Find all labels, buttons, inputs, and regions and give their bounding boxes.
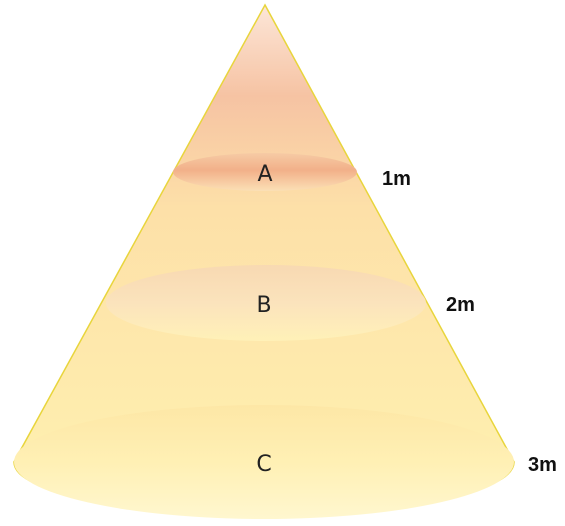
distance-label-3m: 3m: [528, 454, 557, 476]
section-a-ellipse: [173, 153, 357, 191]
section-a-label: A: [257, 162, 272, 187]
section-a: A: [173, 153, 357, 191]
section-c-label: C: [256, 452, 271, 477]
section-b-ellipse: [106, 265, 426, 341]
section-c-ellipse: [14, 405, 514, 519]
distance-label-1m: 1m: [382, 168, 411, 190]
section-b: B: [106, 265, 426, 341]
section-b-label: B: [256, 293, 271, 318]
section-c: C: [14, 405, 514, 519]
distance-label-2m: 2m: [446, 294, 475, 316]
